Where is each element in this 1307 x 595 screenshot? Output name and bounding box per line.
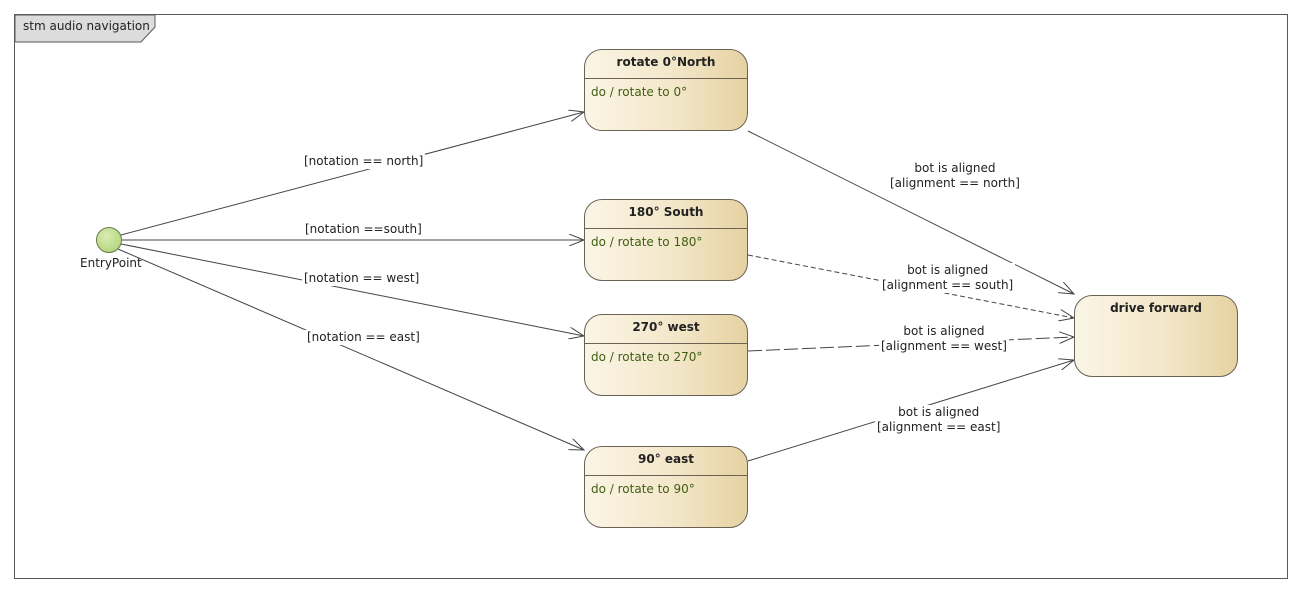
diagram-frame (14, 14, 1288, 579)
aligned-guard: [alignment == west] (881, 339, 1007, 353)
entry-point-label: EntryPoint (80, 256, 142, 270)
state-activity: do / rotate to 0° (591, 85, 688, 99)
state-divider (585, 343, 747, 344)
state-name: 180° South (628, 205, 704, 219)
state-name: drive forward (1110, 301, 1202, 315)
aligned-event: bot is aligned (907, 263, 989, 277)
state-activity: do / rotate to 270° (591, 350, 703, 364)
frame-title-tab (15, 15, 156, 43)
aligned-event: bot is aligned (898, 405, 980, 419)
transition-entry-west[interactable] (120, 243, 584, 336)
state-drive-forward[interactable]: drive forward (1074, 295, 1238, 377)
entry-point[interactable] (96, 227, 122, 253)
state-activity: do / rotate to 180° (591, 235, 703, 249)
state-name: rotate 0°North (616, 55, 716, 69)
aligned-guard: [alignment == east] (877, 420, 1001, 434)
state-divider (585, 228, 747, 229)
aligned-guard: [alignment == north] (890, 176, 1020, 190)
state-rotate-north[interactable]: rotate 0°North do / rotate to 0° (584, 49, 748, 131)
state-name: 270° west (632, 320, 700, 334)
state-divider (585, 78, 747, 79)
state-rotate-south[interactable]: 180° South do / rotate to 180° (584, 199, 748, 281)
state-rotate-west[interactable]: 270° west do / rotate to 270° (584, 314, 748, 396)
transition-entry-east[interactable] (117, 248, 584, 450)
aligned-event: bot is aligned (914, 161, 996, 175)
transition-north-drive[interactable] (747, 130, 1074, 294)
aligned-label-south: bot is aligned [alignment == south] (880, 263, 1016, 293)
guard-label-east: [notation == east] (305, 330, 422, 345)
aligned-event: bot is aligned (903, 324, 985, 338)
aligned-label-west: bot is aligned [alignment == west] (879, 324, 1009, 354)
aligned-guard: [alignment == south] (882, 278, 1014, 292)
frame-title: stm audio navigation (23, 19, 150, 33)
guard-label-north: [notation == north] (302, 154, 426, 169)
state-rotate-east[interactable]: 90° east do / rotate to 90° (584, 446, 748, 528)
transition-south-drive[interactable] (747, 254, 1074, 318)
state-divider (585, 475, 747, 476)
aligned-label-north: bot is aligned [alignment == north] (888, 161, 1022, 191)
aligned-label-east: bot is aligned [alignment == east] (875, 405, 1003, 435)
transition-entry-north[interactable] (120, 112, 584, 236)
state-name: 90° east (638, 452, 694, 466)
state-activity: do / rotate to 90° (591, 482, 695, 496)
guard-label-west: [notation == west] (302, 271, 422, 286)
guard-label-south: [notation ==south] (303, 222, 424, 237)
